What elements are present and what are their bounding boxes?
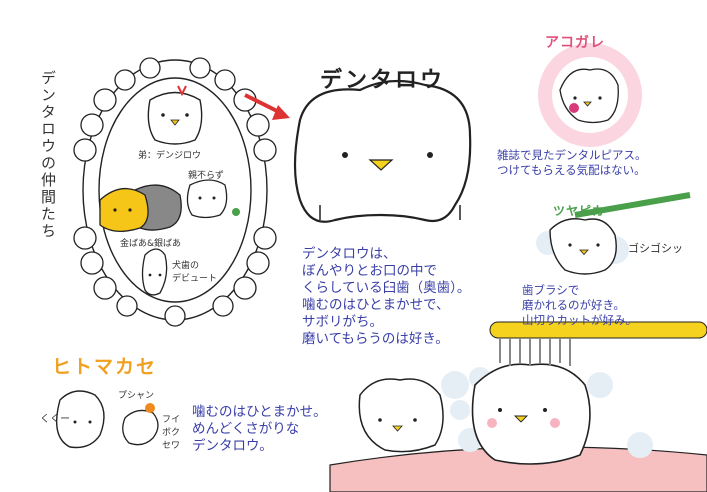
wisdom-tooth xyxy=(186,179,240,219)
brushing-scene xyxy=(329,321,707,492)
label-brother: 弟：デンジロウ xyxy=(138,151,202,161)
main-description: デンタロウは、 ぼんやりとお口の中で くらしている臼歯（奥歯）。 噛むのはひとま… xyxy=(302,246,471,347)
hitomakase-sfx-1: くくー xyxy=(40,414,70,425)
hitomakase-illustration xyxy=(56,390,159,449)
gold-silver-teeth xyxy=(99,184,182,232)
akogare-illustration xyxy=(538,43,642,147)
label-canine: 犬歯の デビュート xyxy=(172,261,218,284)
tsuyapika-illustration xyxy=(536,192,691,275)
label-gold-silver: 金ばあ&銀ばあ xyxy=(120,239,182,249)
dentarou-main-character xyxy=(293,79,472,223)
akogare-title: アコガレ xyxy=(545,35,605,51)
tsuyapika-text: 歯ブラシで 磨かれるのが好き。 山切りカットが好み。 xyxy=(522,283,637,327)
arch-teeth xyxy=(73,57,277,327)
hitomakase-title: ヒトマカセ xyxy=(52,356,158,378)
tsuyapika-title: ツヤピカ xyxy=(553,204,606,218)
canine-tooth xyxy=(141,248,168,296)
hitomakase-text: 噛むのはひとまかせ。 めんどくさがりな デンタロウ。 xyxy=(192,404,327,454)
hitomakase-sfx-3: フイ ボク セワ xyxy=(162,415,181,451)
friends-title: デンタロウの仲間たち xyxy=(39,70,57,240)
brother-tooth xyxy=(147,85,203,145)
akogare-text: 雑誌で見たデンタルピアス。 つけてもらえる気配はない。 xyxy=(497,148,647,177)
label-wisdom: 親不らず xyxy=(188,171,224,181)
hitomakase-sfx-2: プシャン xyxy=(118,391,155,401)
tsuyapika-sound: ゴシゴシッ xyxy=(628,242,683,255)
main-title: デンタロウ xyxy=(320,68,446,93)
